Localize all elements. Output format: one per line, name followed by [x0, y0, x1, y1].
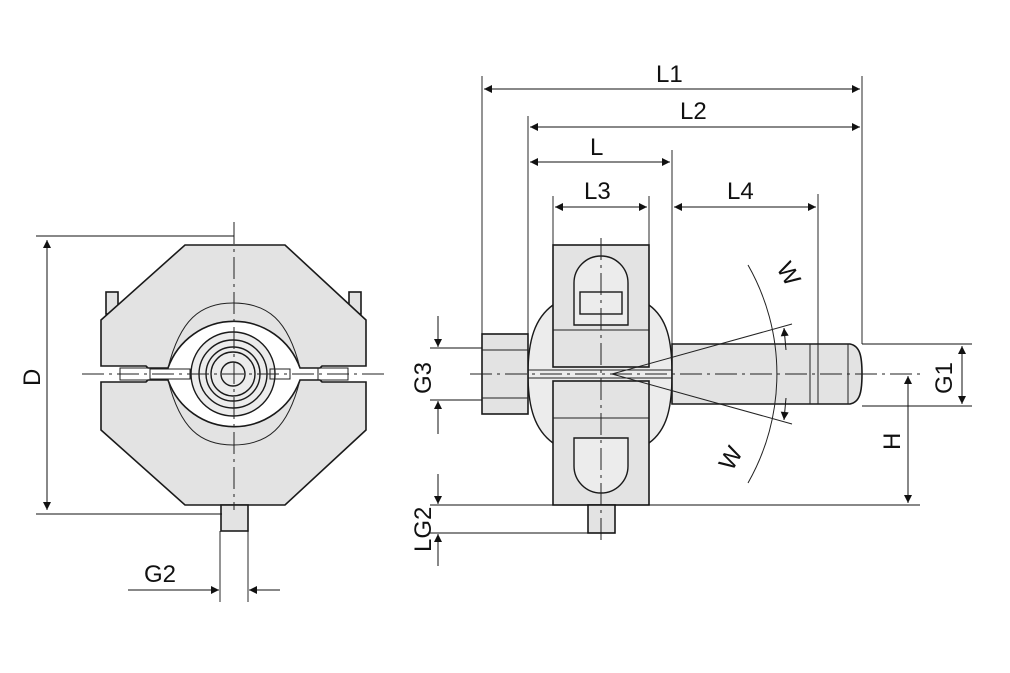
w-arc: [747, 264, 778, 484]
dim-label-W-upper: W: [771, 258, 806, 291]
dim-label-L4: L4: [727, 178, 754, 205]
dim-label-L1: L1: [656, 61, 683, 88]
dim-label-G1: G1: [931, 362, 958, 394]
dim-label-G3: G3: [410, 362, 437, 394]
inner-recess-lower: [167, 379, 301, 446]
dim-label-G2-front: G2: [144, 561, 176, 588]
side-view: W W L1 L2 L L3 L4 G3: [410, 61, 972, 566]
hub-bore: [220, 361, 246, 387]
dim-label-LG2: LG2: [410, 507, 437, 552]
dim-label-W-lower: W: [714, 442, 749, 475]
inner-recess: [167, 302, 301, 369]
dim-label-L: L: [590, 134, 603, 161]
dim-label-L3: L3: [584, 178, 611, 205]
dim-label-L2: L2: [680, 98, 707, 125]
front-view: D G2: [19, 222, 388, 602]
dim-label-H: H: [879, 433, 906, 450]
dim-label-D: D: [19, 369, 46, 386]
